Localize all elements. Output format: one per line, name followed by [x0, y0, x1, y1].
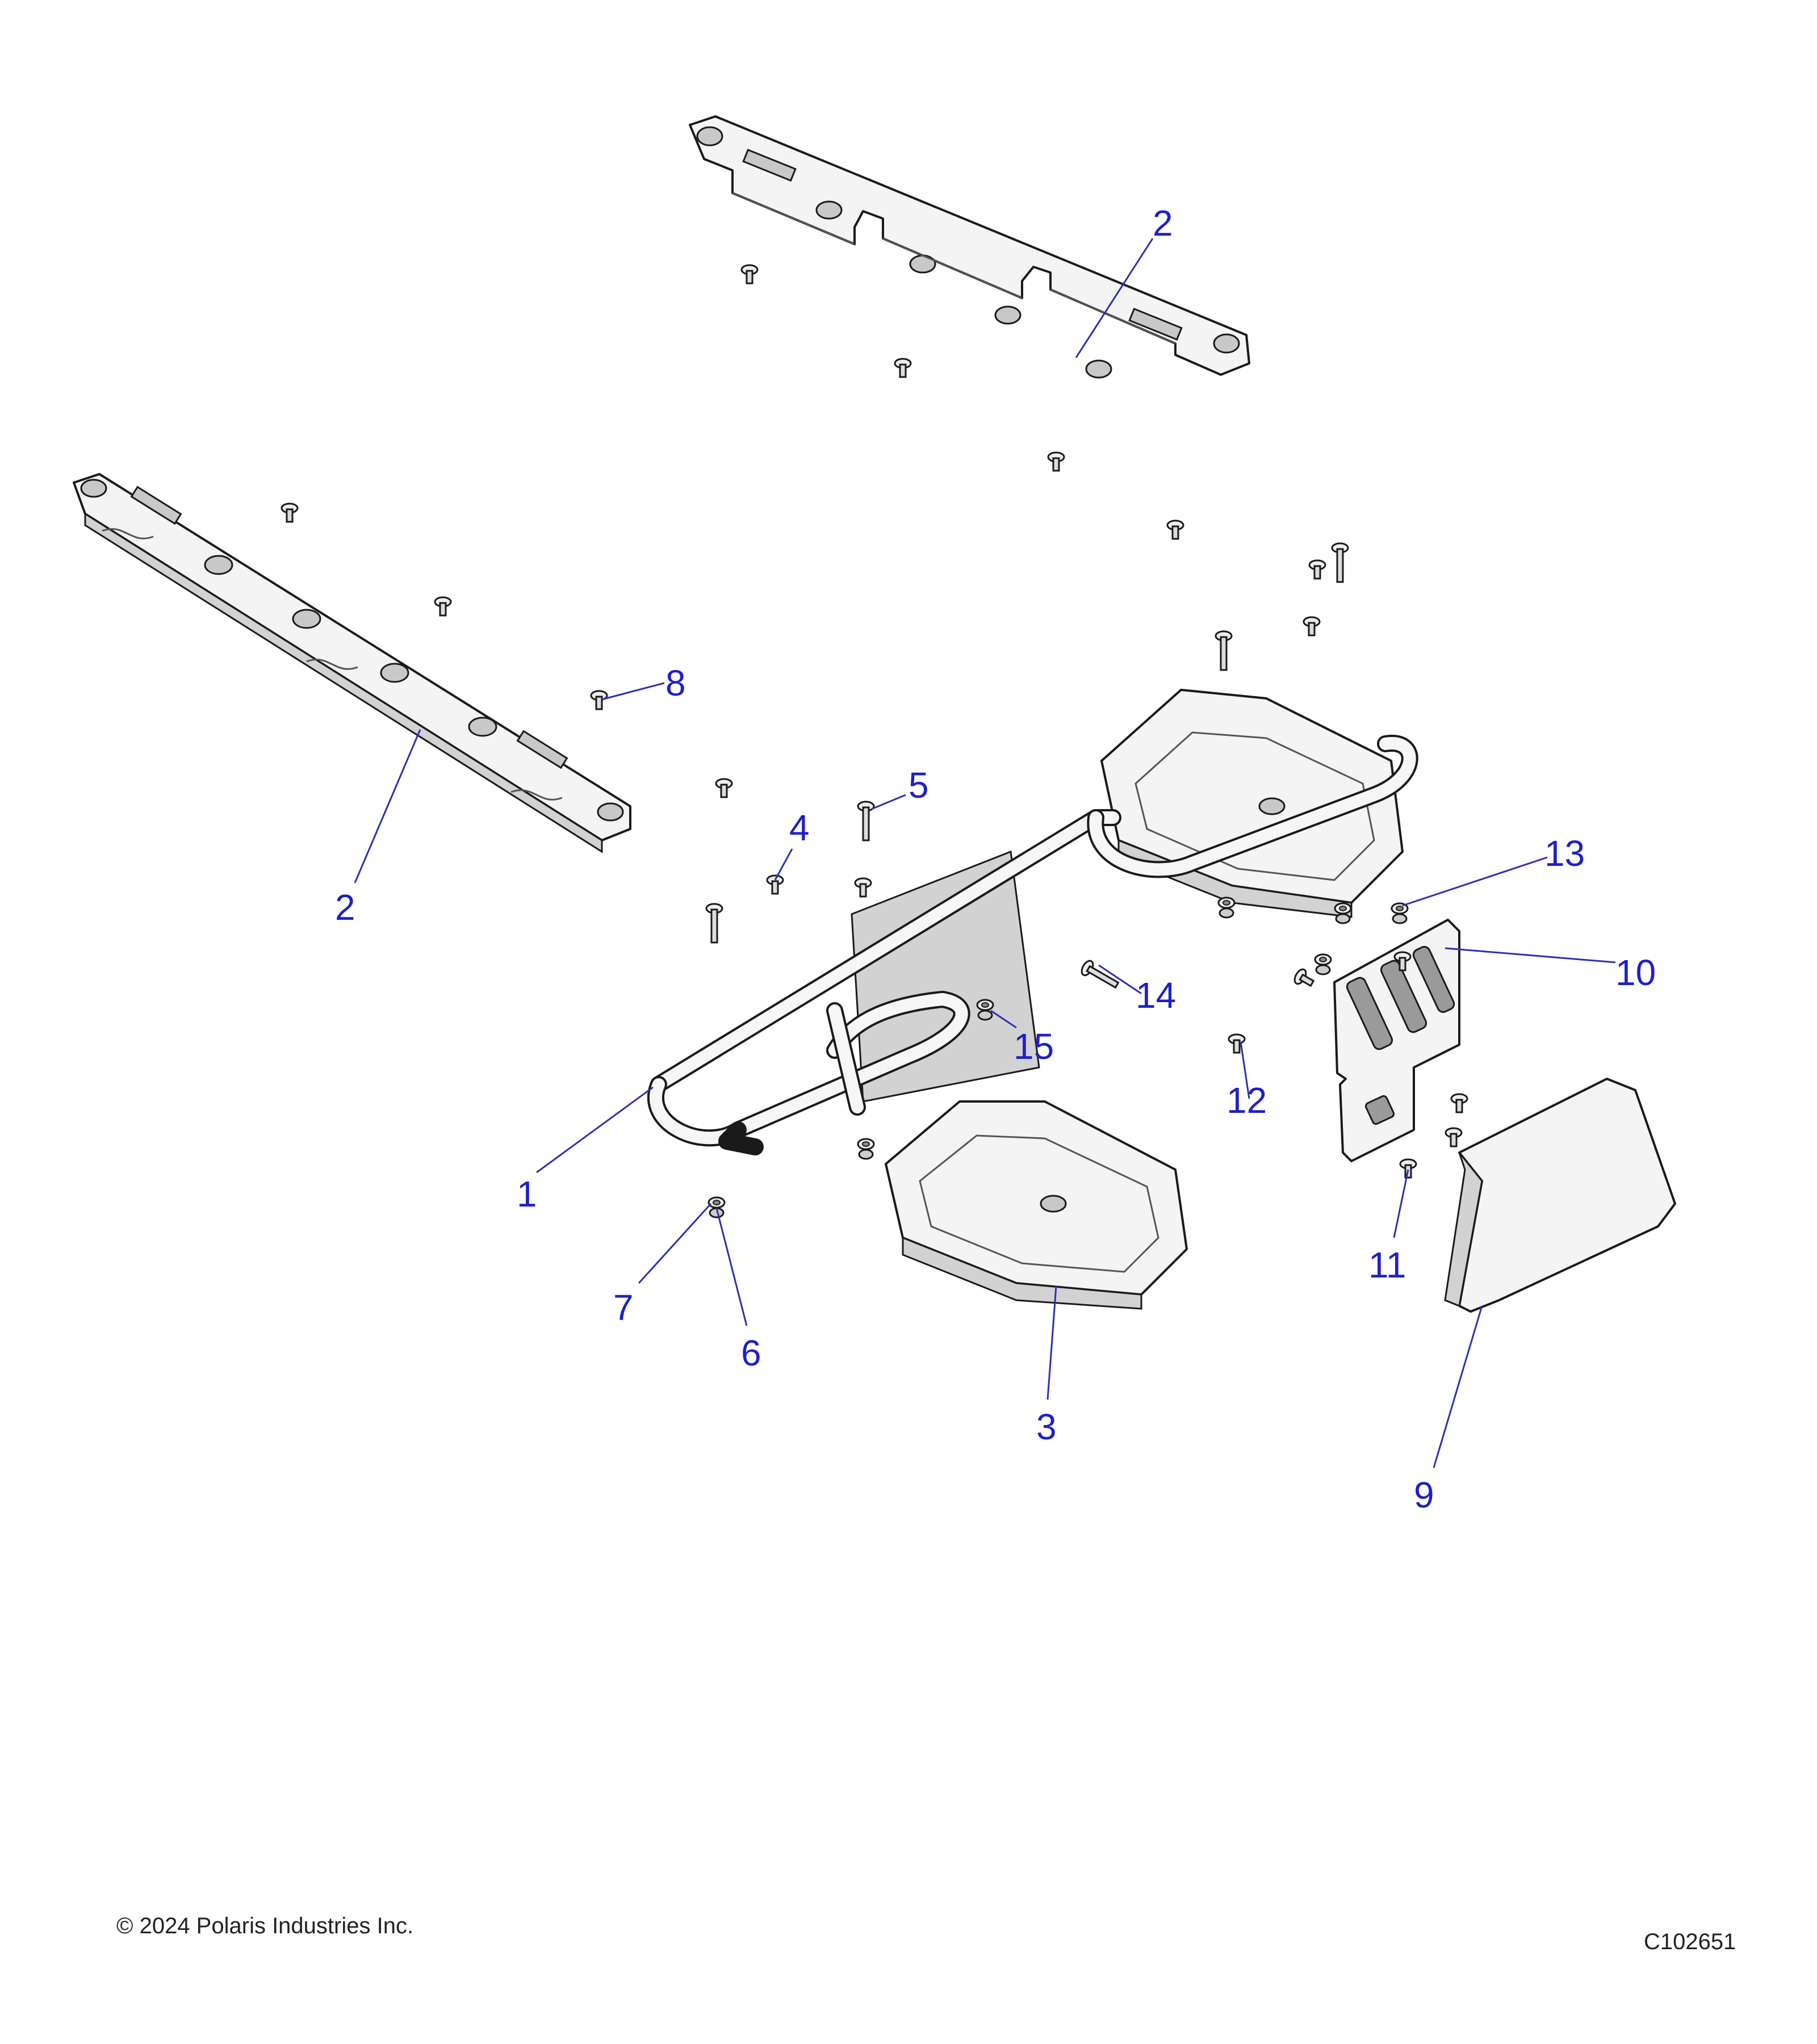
upper-rail: [689, 115, 1250, 379]
bumper-frame: [647, 735, 1418, 1155]
callout-7: 7: [613, 1287, 634, 1328]
callout-11: 11: [1368, 1245, 1406, 1285]
callout-3: 3: [1036, 1406, 1057, 1447]
side-panel: [1444, 1078, 1676, 1313]
callout-4: 4: [789, 807, 810, 848]
callout-8: 8: [665, 663, 686, 703]
callout-10: 10: [1615, 952, 1656, 993]
callout-6: 6: [741, 1333, 761, 1373]
callout-1: 1: [517, 1174, 537, 1214]
copyright-text: © 2024 Polaris Industries Inc.: [116, 1913, 414, 1938]
mounting-bracket: [1333, 919, 1460, 1162]
callout-14: 14: [1136, 975, 1176, 1016]
upper-footrest: [1100, 689, 1404, 918]
callout-9: 9: [1414, 1475, 1434, 1515]
callouts: 1 2 2 3 4 5 6 7 8 9 10 11 12 13 14 15: [335, 203, 1656, 1515]
lower-rail: [73, 473, 631, 853]
callout-15: 15: [1014, 1026, 1054, 1067]
callout-5: 5: [909, 765, 929, 806]
drawing-number: C102651: [1644, 1929, 1736, 1954]
callout-2-lower: 2: [335, 887, 355, 928]
lower-footrest: [885, 1100, 1188, 1310]
callout-13: 13: [1544, 833, 1585, 874]
callout-2-upper: 2: [1153, 203, 1173, 244]
callout-12: 12: [1226, 1080, 1267, 1121]
leader-lines: [354, 238, 1616, 1468]
